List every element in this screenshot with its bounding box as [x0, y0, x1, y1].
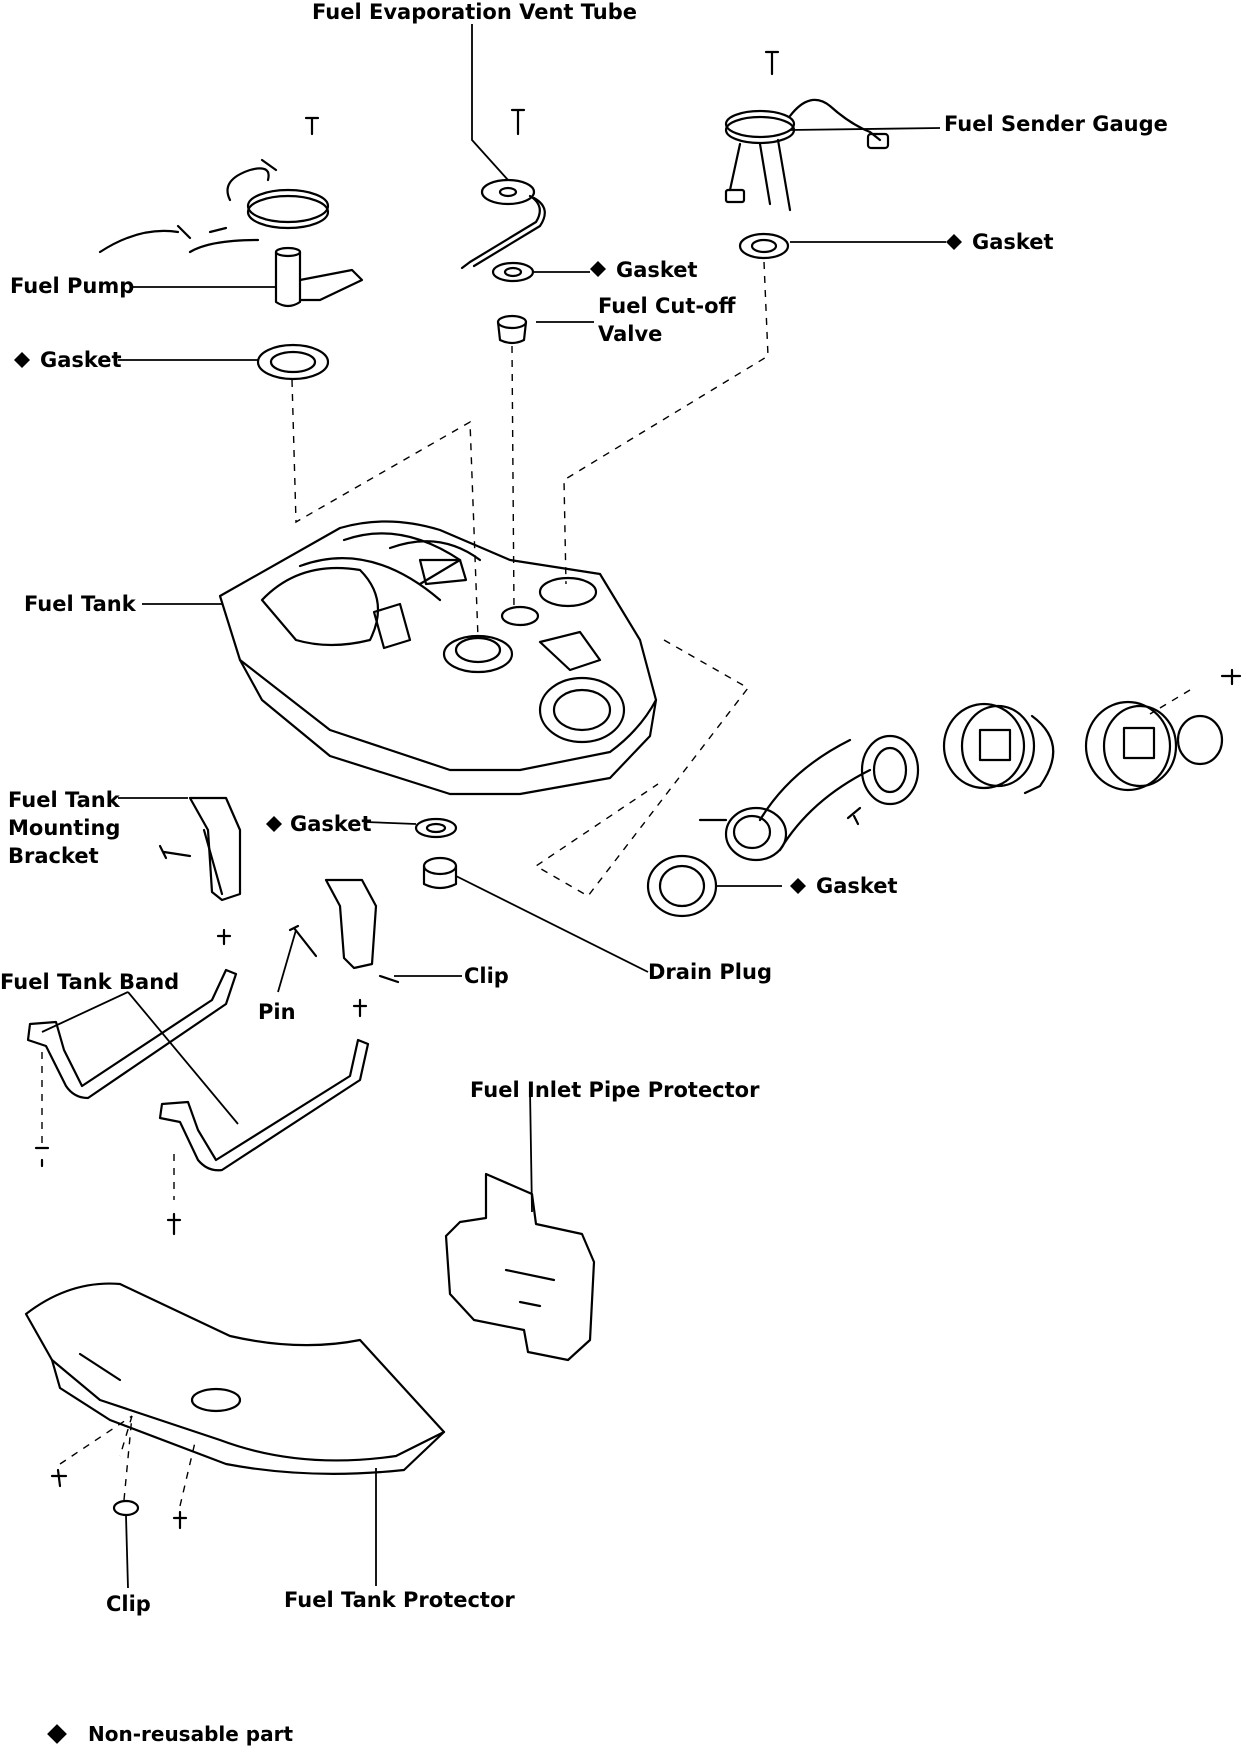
sender-gauge-drawing — [724, 50, 890, 212]
fuel-pump-drawing — [98, 116, 364, 308]
legend-text: Non-reusable part — [88, 1722, 294, 1746]
label-pin: Pin — [258, 1000, 296, 1024]
label-drain-plug: Drain Plug — [648, 960, 772, 984]
label-tank-band: Fuel Tank Band — [0, 970, 180, 994]
leader-lines — [41, 24, 946, 1589]
cutoff-valve-drawing — [496, 314, 528, 345]
label-sender-gauge: Fuel Sender Gauge — [944, 112, 1168, 136]
sender-gasket-drawing — [738, 232, 790, 260]
inlet-protector-drawing — [444, 1172, 596, 1362]
inlet-gasket-drawing — [646, 854, 718, 918]
label-fuel-tank: Fuel Tank — [24, 592, 136, 616]
drain-parts-drawing — [414, 817, 458, 890]
label-mounting-bracket: Fuel Tank Mounting Bracket — [8, 788, 121, 868]
gasket-vent-diamond-icon — [590, 261, 606, 277]
vent-tube-drawing — [460, 108, 546, 283]
pump-gasket-drawing — [256, 343, 330, 381]
label-clip-protector: Clip — [106, 1592, 151, 1616]
legend: Non-reusable part — [47, 1722, 294, 1746]
label-gasket-inlet: Gasket — [816, 874, 898, 898]
gasket-drain-diamond-icon — [266, 816, 282, 832]
label-tank-protector: Fuel Tank Protector — [284, 1588, 515, 1612]
tank-bands-drawing — [26, 968, 370, 1236]
non-reusable-markers — [14, 234, 962, 894]
label-fuel-pump: Fuel Pump — [10, 274, 135, 298]
gasket-sender-diamond-icon — [946, 234, 962, 250]
label-cutoff-valve: Fuel Cut-off Valve — [598, 294, 736, 346]
mounting-brackets-drawing — [158, 796, 400, 1018]
assembly-dashed-lines — [41, 261, 1191, 1507]
label-gasket-pump: Gasket — [40, 348, 122, 372]
diamond-icon — [47, 1724, 67, 1744]
label-inlet-pipe-protector: Fuel Inlet Pipe Protector — [470, 1078, 760, 1102]
label-evaporation-vent-tube: Fuel Evaporation Vent Tube — [312, 0, 638, 24]
label-gasket-drain: Gasket — [290, 812, 372, 836]
label-clip-bracket: Clip — [464, 964, 509, 988]
gasket-inlet-diamond-icon — [790, 878, 806, 894]
label-gasket-sender: Gasket — [972, 230, 1054, 254]
fuel-tank-drawing — [218, 520, 658, 796]
tank-protector-drawing — [24, 1282, 446, 1530]
label-gasket-vent: Gasket — [616, 258, 698, 282]
inlet-pipe-drawing — [698, 668, 1242, 862]
gasket-pump-diamond-icon — [14, 352, 30, 368]
